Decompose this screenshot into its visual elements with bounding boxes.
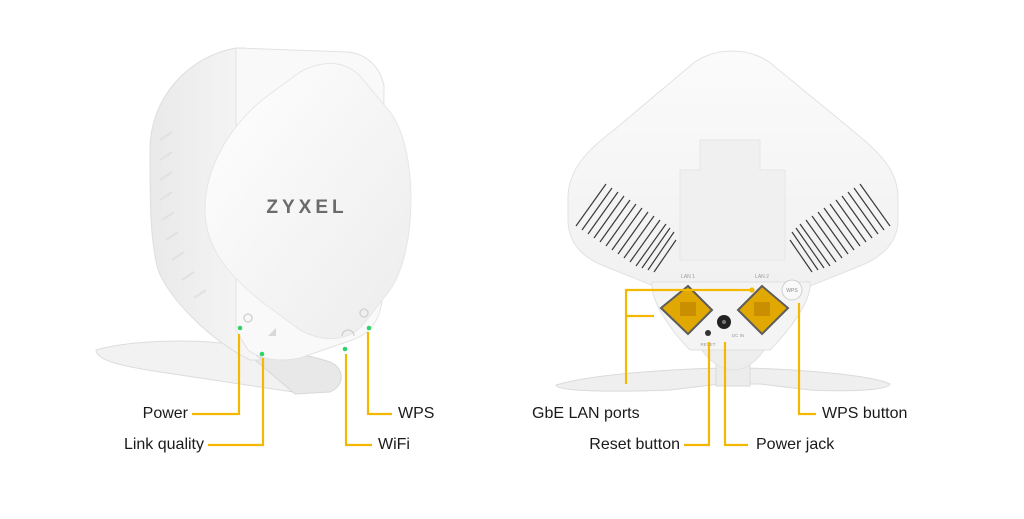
dcin-tiny-label: DC IN — [732, 333, 744, 338]
front-callouts — [192, 332, 392, 447]
callout-reset — [684, 342, 711, 447]
front-side-vents — [159, 131, 207, 299]
label-power-jack: Power jack — [756, 436, 835, 453]
label-gbe-lan-ports: GbE LAN ports — [532, 405, 640, 422]
callout-power — [192, 334, 241, 416]
callout-wifi — [344, 354, 372, 447]
back-vents-right — [789, 183, 891, 273]
back-mount-recess — [679, 139, 786, 261]
wps-led-icon — [359, 308, 372, 331]
label-reset-button: Reset button — [589, 436, 680, 453]
callout-wps — [366, 332, 392, 416]
reset-hole-icon — [705, 330, 711, 336]
back-vents-left — [575, 183, 677, 273]
callout-wps-button — [797, 303, 816, 416]
power-jack-icon — [717, 315, 731, 329]
front-device: ZYXEL — [95, 47, 412, 395]
label-power: Power — [142, 405, 188, 422]
callout-link-quality — [208, 358, 265, 447]
label-wps-button: WPS button — [822, 405, 908, 422]
callout-gbe-lan-a — [624, 288, 752, 384]
front-face-panel — [204, 62, 412, 340]
label-wifi: WiFi — [378, 436, 410, 453]
callout-power-jack — [723, 342, 748, 447]
lan1-port-icon — [659, 284, 714, 336]
label-wps: WPS — [398, 405, 435, 422]
lan1-tiny-label: LAN 1 — [681, 274, 695, 280]
lan2-tiny-label: LAN 2 — [755, 274, 769, 280]
back-device: LAN 1 LAN 2 WPS RESET DC IN — [555, 50, 899, 392]
label-link-quality: Link quality — [123, 436, 204, 453]
wps-badge-text: WPS — [786, 288, 798, 294]
back-callouts — [624, 287, 816, 447]
wps-button-icon: WPS — [781, 279, 803, 301]
brand-logo: ZYXEL — [266, 197, 347, 218]
link-quality-led-icon — [259, 328, 276, 357]
wifi-led-icon — [341, 329, 355, 352]
power-led-icon — [237, 313, 253, 331]
lan2-port-icon — [736, 284, 790, 336]
